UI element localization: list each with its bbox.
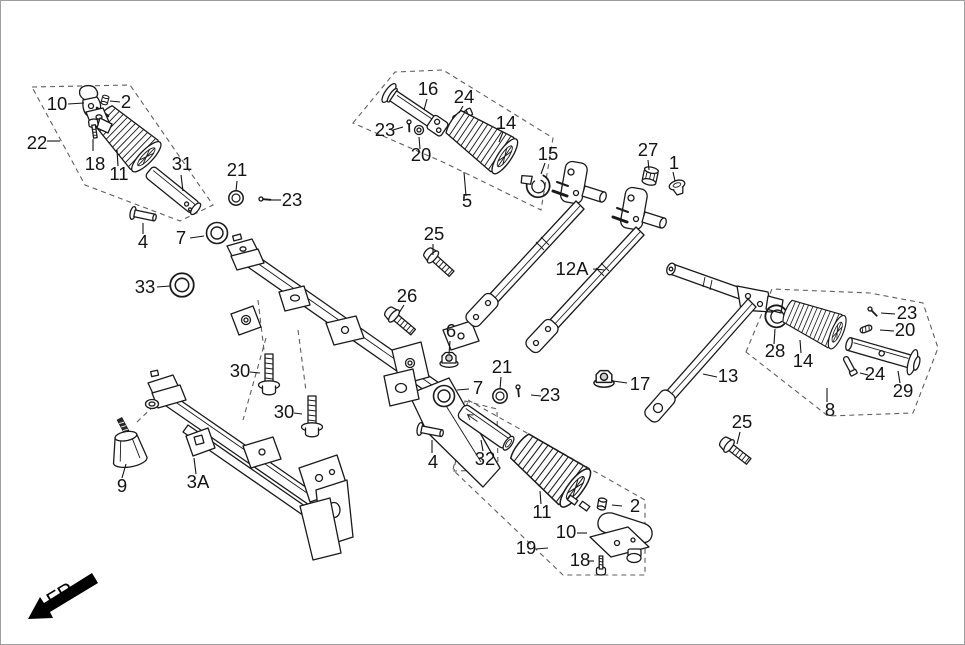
- callout-11-top: 11: [109, 163, 128, 184]
- part-27-adjuster: [641, 166, 659, 186]
- rubber-slot-b: [578, 500, 591, 512]
- callout-14-right: 14: [793, 350, 814, 371]
- callout-33: 33: [135, 276, 156, 297]
- callout-21-top: 21: [227, 159, 248, 180]
- part-29-footrest-bar-right: [845, 337, 921, 376]
- callout-24-right: 24: [865, 363, 886, 384]
- callout-30-b: 30: [274, 401, 295, 422]
- part-20-spring-pin: [859, 324, 873, 334]
- part-10-clamp-bottom: [589, 512, 653, 564]
- lower-bracket-assembly-3A: [144, 369, 354, 561]
- callout-2-bottom: 2: [630, 495, 640, 516]
- callout-10-top: 10: [47, 93, 68, 114]
- part-28-clip: [764, 304, 788, 329]
- part-33-collar: [169, 272, 195, 298]
- callout-31: 31: [172, 153, 193, 174]
- callout-10-bottom: 10: [556, 521, 577, 542]
- callout-27: 27: [638, 139, 659, 160]
- callout-25-top: 25: [424, 223, 445, 244]
- callout-32: 32: [475, 448, 496, 469]
- callout-23-topmid: 23: [375, 119, 396, 140]
- part-15-clip: [520, 174, 551, 199]
- callout-1: 1: [669, 152, 679, 173]
- part-20-washer-top: [413, 124, 425, 136]
- part-6-nut: [439, 351, 459, 368]
- callout-7-top: 7: [176, 227, 186, 248]
- callout-29: 29: [893, 380, 914, 401]
- fr-arrow-icon: [28, 573, 98, 619]
- callout-24-top: 24: [454, 86, 475, 107]
- callout-18-bottom: 18: [570, 549, 591, 570]
- callout-20-right: 20: [895, 319, 916, 340]
- callout-23-right: 23: [897, 302, 918, 323]
- part-21-washer-bottom: [492, 388, 508, 404]
- part-7-collar-top: [205, 221, 229, 245]
- part-1-screw: [668, 179, 686, 196]
- callout-13: 13: [718, 365, 739, 386]
- callout-9: 9: [117, 475, 127, 496]
- callout-7-bottom: 7: [473, 377, 483, 398]
- callout-22: 22: [27, 132, 48, 153]
- part-9-rubber-stop: [112, 417, 148, 469]
- arm-13: [644, 262, 784, 423]
- callout-16: 16: [418, 78, 439, 99]
- part-32-footrest-bar-bottom: [457, 404, 515, 451]
- callout-11-bottom: 11: [532, 501, 551, 522]
- callout-20-top: 20: [411, 144, 432, 165]
- callout-30-a: 30: [230, 360, 251, 381]
- part-31-footrest-bar: [145, 166, 202, 216]
- part-16-pivot-bar: [381, 82, 449, 137]
- callout-8: 8: [825, 399, 835, 420]
- group-outline-19: [452, 399, 646, 576]
- callout-28: 28: [765, 340, 786, 361]
- callout-14-top: 14: [496, 112, 517, 133]
- arm-12a-left: [465, 160, 607, 328]
- callout-21-bottom: 21: [492, 356, 513, 377]
- callout-3a: 3A: [187, 471, 210, 492]
- arm-12a-right: [525, 186, 667, 354]
- assembly-alignment-dashes: [136, 299, 307, 423]
- rubber-slot-a: [566, 494, 579, 506]
- callout-4-bottom: 4: [428, 451, 438, 472]
- part-2-cap-nut-bottom: [596, 496, 608, 512]
- callout-23-bottom: 23: [540, 384, 561, 405]
- callout-2-top: 2: [121, 91, 131, 112]
- part-21-washer-top: [228, 190, 244, 206]
- group-outline-8: [745, 288, 939, 417]
- callout-15: 15: [538, 143, 559, 164]
- callout-18-top: 18: [85, 153, 106, 174]
- callout-6: 6: [446, 320, 456, 341]
- part-17-nut: [593, 369, 615, 388]
- callout-23-topleft: 23: [282, 189, 303, 210]
- callout-26: 26: [397, 285, 418, 306]
- callout-17: 17: [630, 373, 651, 394]
- callout-19: 19: [516, 537, 537, 558]
- part-7-collar-bottom: [432, 384, 456, 408]
- group-outline-5: [352, 69, 554, 211]
- callout-4-top: 4: [138, 231, 148, 252]
- callout-5: 5: [462, 190, 472, 211]
- leader-lines: [47, 98, 901, 562]
- callout-12a: 12A: [556, 258, 590, 279]
- callout-25-bottom: 25: [732, 411, 753, 432]
